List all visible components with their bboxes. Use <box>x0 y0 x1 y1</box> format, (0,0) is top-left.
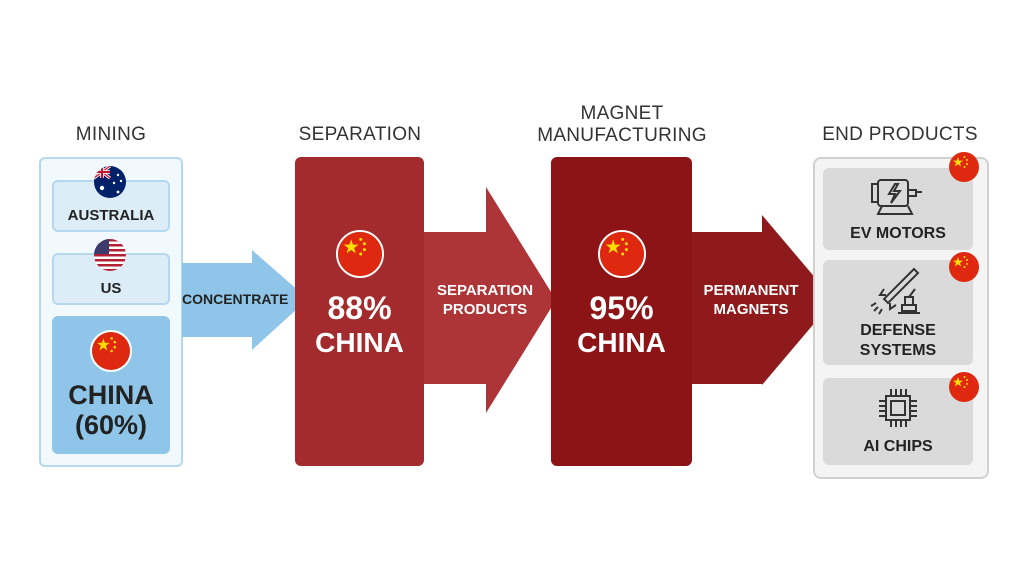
end-products-title: END PRODUCTS <box>822 124 978 145</box>
china-flag-icon <box>949 152 979 182</box>
permanent-magnets-label: PERMANENT MAGNETS <box>696 281 806 319</box>
us-label: US <box>100 280 122 297</box>
concentrate-arrow <box>182 250 308 350</box>
product-defense-systems: DEFENSE SYSTEMS <box>823 260 973 365</box>
mining-title: MINING <box>75 124 147 145</box>
china-flag-icon <box>90 330 132 372</box>
china-flag-icon <box>597 229 646 278</box>
separation-products-label: SEPARATION PRODUCTS <box>430 281 540 319</box>
product-label: EV MOTORS <box>850 225 946 242</box>
magnet-title: MAGNET MANUFACTURING <box>530 103 714 147</box>
separation-arrow <box>424 187 556 413</box>
magnet-country: CHINA <box>577 326 666 358</box>
magnet-share: 95% <box>589 289 654 326</box>
separation-products-line1: SEPARATION <box>436 282 534 299</box>
china-flag-icon <box>335 229 384 278</box>
motor-icon <box>871 179 922 215</box>
permanent-magnets-line1: PERMANENT <box>703 282 799 299</box>
product-label: SYSTEMS <box>859 341 937 359</box>
chip-icon <box>879 388 917 427</box>
separation-share: 88% <box>327 289 392 326</box>
australia-label: AUSTRALIA <box>67 207 155 224</box>
magnet-box: 95% CHINA <box>551 157 692 466</box>
magnet-arrow <box>692 215 834 385</box>
china-mining-label: CHINA <box>68 380 154 410</box>
china-mining-share: (60%) <box>74 410 148 440</box>
us-flag-icon <box>94 239 126 271</box>
separation-box: 88% CHINA <box>295 157 424 466</box>
product-label: DEFENSE <box>860 321 936 339</box>
separation-products-line2: PRODUCTS <box>442 301 528 318</box>
product-label: AI CHIPS <box>863 437 933 455</box>
magnet-title-line2: MANUFACTURING <box>537 125 707 146</box>
permanent-magnets-line2: MAGNETS <box>713 301 789 318</box>
concentrate-label: CONCENTRATE <box>182 291 289 307</box>
separation-title: SEPARATION <box>298 124 422 145</box>
mining-card-china: CHINA (60%) <box>52 316 170 454</box>
missile-icon <box>870 267 920 315</box>
separation-country: CHINA <box>315 326 404 358</box>
product-ai-chips: AI CHIPS <box>823 378 973 465</box>
china-flag-icon <box>949 372 979 402</box>
magnet-title-line1: MAGNET <box>580 103 664 124</box>
product-ev-motors: EV MOTORS <box>823 168 973 250</box>
china-flag-icon <box>949 252 979 282</box>
